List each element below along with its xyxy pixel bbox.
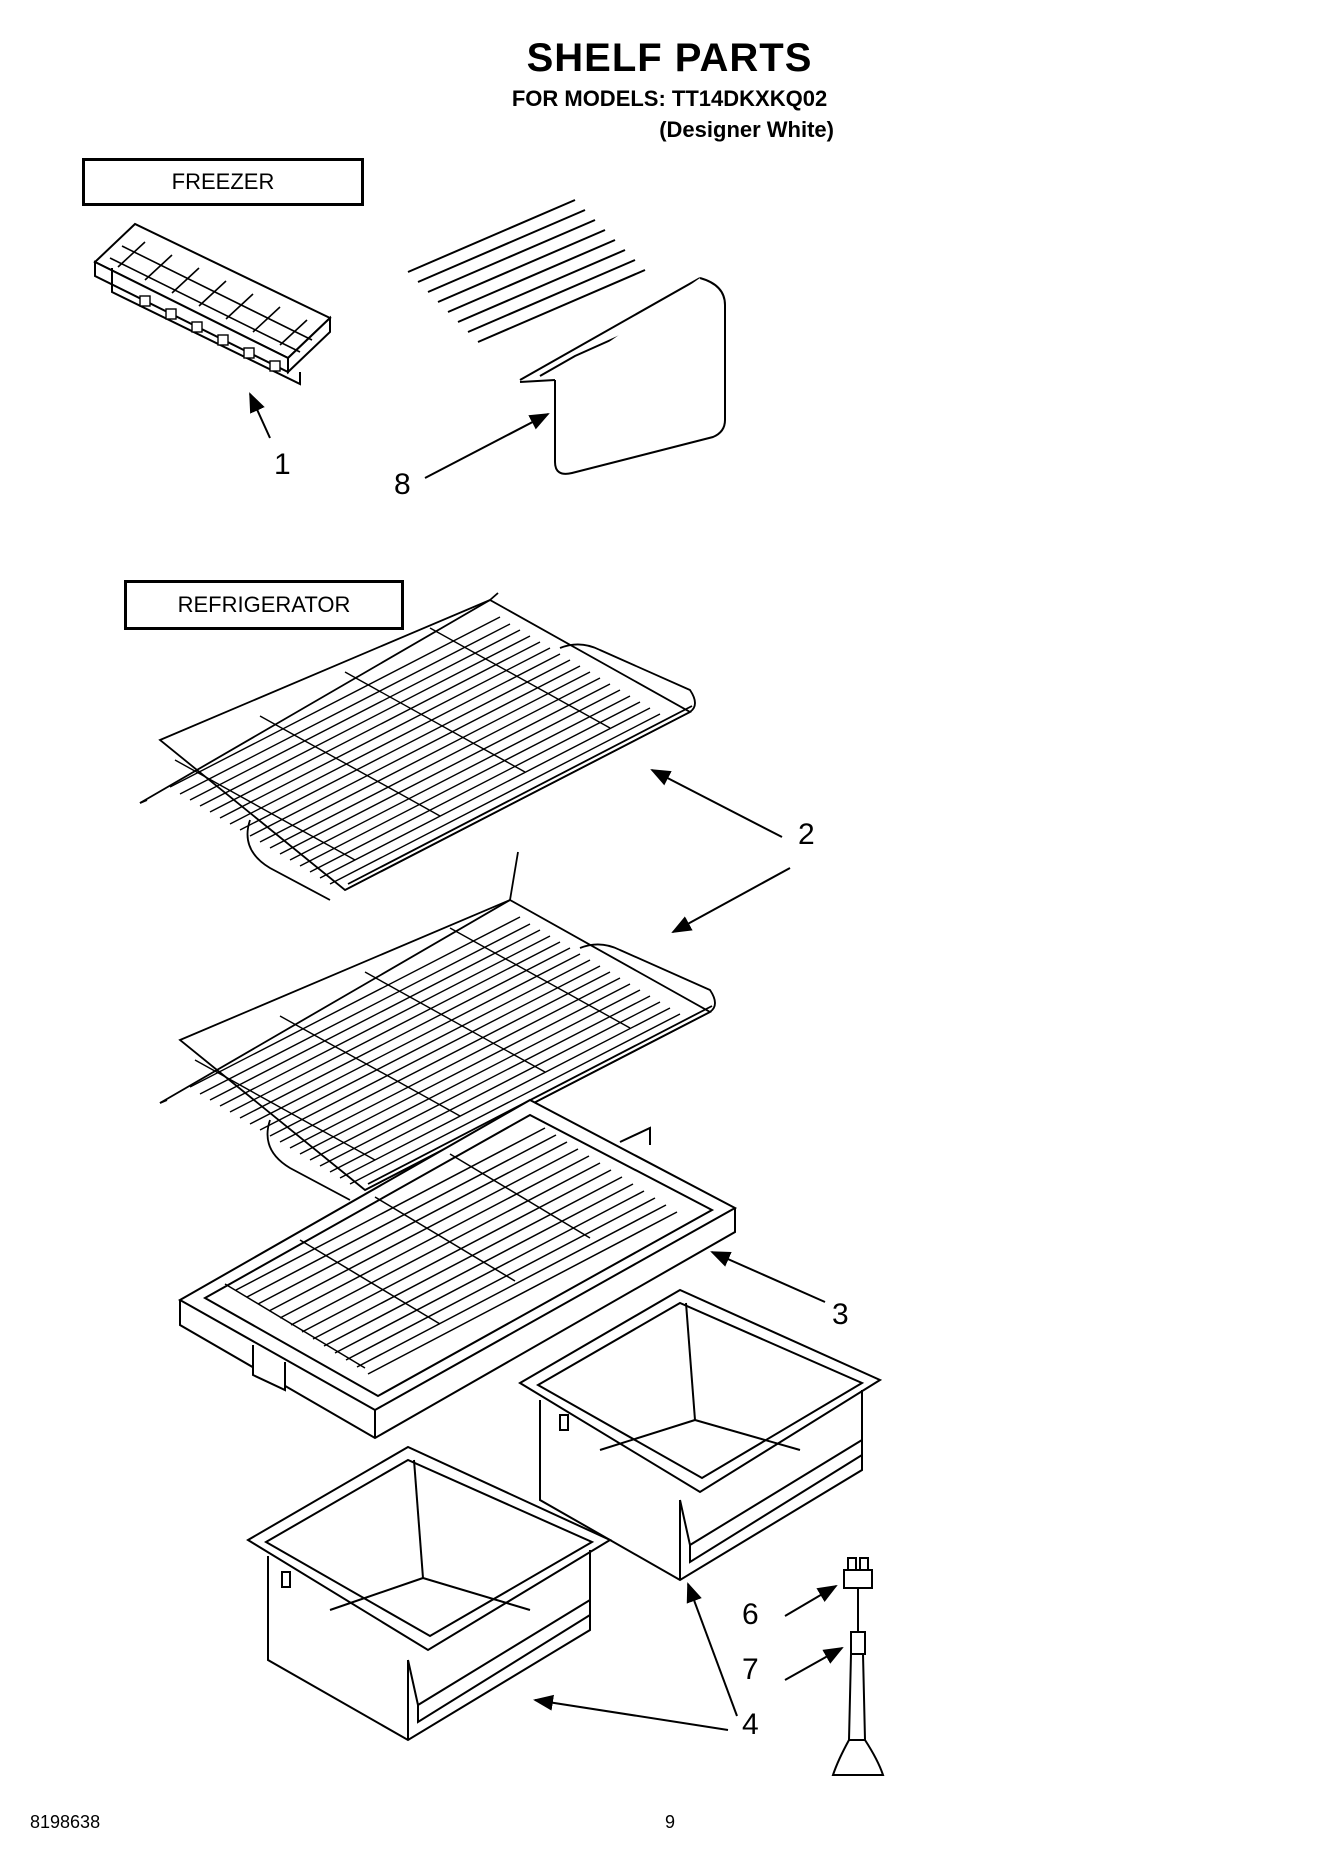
model-subtitle: FOR MODELS: TT14DKXKQ02 <box>511 86 828 111</box>
ice-tray-drawing <box>93 222 332 386</box>
callout-6: 6 <box>742 1598 759 1631</box>
upper-wire-shelf-drawing <box>139 592 696 901</box>
document-number: 8198638 <box>30 1812 101 1832</box>
callout-arrow-4b <box>533 1694 729 1731</box>
callout-1: 1 <box>274 448 291 481</box>
page-title: SHELF PARTS <box>526 36 813 80</box>
callout-arrow-4a <box>686 1582 738 1717</box>
left-crisper-drawer-drawing <box>246 1445 613 1742</box>
model-variant: (Designer White) <box>659 117 834 142</box>
callout-arrow-1 <box>249 392 271 439</box>
freezer-shelf-drawing <box>407 199 726 475</box>
freezer-section-label: FREEZER <box>82 158 364 206</box>
callout-arrow-2b <box>671 867 791 933</box>
page-number: 9 <box>665 1812 676 1832</box>
callout-arrow-7 <box>784 1647 844 1681</box>
callout-arrow-2a <box>650 769 783 838</box>
right-crisper-drawer-drawing <box>518 1288 883 1582</box>
callout-arrow-6 <box>784 1584 838 1617</box>
callout-4: 4 <box>742 1708 759 1741</box>
callout-3: 3 <box>832 1298 849 1331</box>
leveling-leg-drawing <box>831 1557 885 1776</box>
callout-7: 7 <box>742 1653 759 1686</box>
refrigerator-section-label: REFRIGERATOR <box>124 580 404 630</box>
callout-8: 8 <box>394 468 411 501</box>
callout-arrow-3 <box>710 1251 826 1303</box>
crisper-cover-drawing <box>177 1098 738 1440</box>
lower-wire-shelf-drawing <box>159 851 716 1201</box>
callout-2: 2 <box>798 818 815 851</box>
callout-arrow-8 <box>424 413 550 479</box>
